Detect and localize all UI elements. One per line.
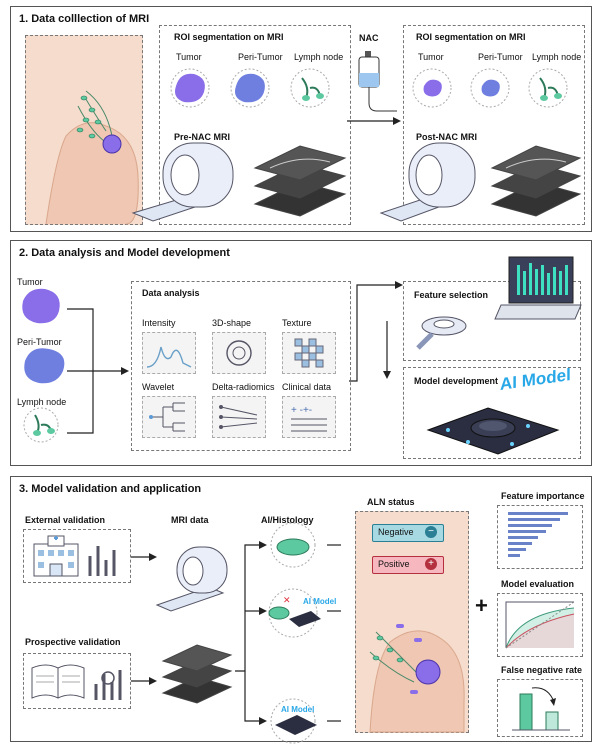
nac-drip-icon <box>358 51 397 112</box>
feature-importance-box <box>497 505 583 569</box>
ai-label-small-2: AI Model <box>281 705 315 714</box>
aln-status-box: Negative − Positive + <box>355 511 469 733</box>
delta-radiomics-icon <box>212 396 266 438</box>
post-tumor-label: Tumor <box>418 52 444 62</box>
post-mri-scanner <box>379 142 476 222</box>
ai-histology-title: AI/Histology <box>261 515 314 525</box>
intensity-icon <box>142 332 196 374</box>
data-analysis-title: Data analysis <box>142 288 200 298</box>
negative-label: Negative <box>378 527 414 537</box>
book-chart-icon <box>31 664 122 700</box>
pre-nac-box: ROI segmentation on MRI Tumor Peri-Tumor… <box>159 25 351 225</box>
nac-label: NAC <box>359 33 379 43</box>
pre-roi-title: ROI segmentation on MRI <box>174 32 284 42</box>
prospective-validation-box <box>23 653 131 709</box>
feature-importance-title: Feature importance <box>501 491 585 501</box>
hospital-icon <box>33 535 116 577</box>
plus-sign: + <box>475 593 488 618</box>
feature-selection-title: Feature selection <box>414 290 489 300</box>
pre-peri-label: Peri-Tumor <box>238 52 283 62</box>
input-peri-label: Peri-Tumor <box>17 337 62 347</box>
false-negative-box <box>497 679 583 737</box>
breast-illustration <box>25 35 143 225</box>
post-mri-stack <box>490 145 582 217</box>
post-peri-label: Peri-Tumor <box>478 52 523 62</box>
svg-text:✕: ✕ <box>283 595 291 605</box>
positive-label: Positive <box>378 559 410 569</box>
feature-delta-label: Delta-radiomics <box>212 382 275 392</box>
analysis-connectors <box>349 281 403 382</box>
feature-clinical-label: Clinical data <box>282 382 332 392</box>
wavelet-icon <box>142 396 196 438</box>
pre-roi-blobs <box>170 68 330 108</box>
aln-breast-illustration <box>369 624 465 733</box>
input-tumor-label: Tumor <box>17 277 43 287</box>
feature-wavelet-label: Wavelet <box>142 382 175 392</box>
model-development-title: Model development <box>414 376 499 386</box>
panel3-title: 3. Model validation and application <box>19 483 202 495</box>
pre-mri-stack <box>253 145 347 217</box>
model-development-box: Model development AI Model <box>403 365 581 459</box>
pre-mri-label: Pre-NAC MRI <box>174 132 231 142</box>
post-roi-title: ROI segmentation on MRI <box>416 32 526 42</box>
panel-data-collection: 1. Data colllection of MRI ROI segmentat… <box>10 6 592 232</box>
ai-histology-tree: ✕ <box>235 522 341 744</box>
post-mri-label: Post-NAC MRI <box>416 132 477 142</box>
pre-lymph-label: Lymph node <box>294 52 344 62</box>
mri-data-title: MRI data <box>171 515 209 525</box>
data-analysis-box: Data analysis Intensity 3D-shape Texture… <box>131 281 351 451</box>
positive-badge: Positive + <box>372 556 444 574</box>
3dshape-icon <box>212 332 266 374</box>
input-lymph-label: Lymph node <box>17 397 67 407</box>
minus-icon: − <box>425 526 437 538</box>
roc-curves <box>505 601 575 649</box>
nac-arrow <box>347 117 401 125</box>
mri-data-flow <box>131 546 233 704</box>
negative-badge: Negative − <box>372 524 444 542</box>
clinical-data-icon: + -+- <box>282 396 336 438</box>
false-negative-rate-title: False negative rate <box>501 665 583 675</box>
panel1-title: 1. Data colllection of MRI <box>19 13 150 25</box>
breast-anatomy-svg <box>45 90 139 225</box>
texture-icon <box>282 332 336 374</box>
post-lymph-label: Lymph node <box>532 52 582 62</box>
input-blobs-and-connector <box>22 288 129 443</box>
pre-mri-scanner <box>131 142 234 222</box>
svg-text:+ -+-: + -+- <box>291 405 312 416</box>
magnifier-filter-icon <box>416 316 467 350</box>
pre-tumor-label: Tumor <box>176 52 202 62</box>
feature-intensity-label: Intensity <box>142 318 176 328</box>
prospective-validation-title: Prospective validation <box>25 637 121 647</box>
panel2-title: 2. Data analysis and Model development <box>19 247 230 259</box>
ai-label-small-1: AI Model <box>303 597 337 606</box>
plus-circle-icon: + <box>425 558 437 570</box>
aln-status-title: ALN status <box>367 497 415 507</box>
feature-importance-bars <box>508 512 568 557</box>
model-evaluation-box <box>497 593 583 657</box>
external-validation-title: External validation <box>25 515 106 525</box>
post-roi-blobs <box>412 68 568 108</box>
ai-chip-icon <box>426 407 560 455</box>
external-validation-box <box>23 529 131 583</box>
laptop-icon <box>494 256 582 320</box>
model-evaluation-title: Model evaluation <box>501 579 575 589</box>
panel-analysis: 2. Data analysis and Model development T… <box>10 240 592 466</box>
feature-3dshape-label: 3D-shape <box>212 318 252 328</box>
feature-texture-label: Texture <box>282 318 312 328</box>
fnr-bars <box>512 687 570 731</box>
panel-validation: 3. Model validation and application Exte… <box>10 476 592 744</box>
